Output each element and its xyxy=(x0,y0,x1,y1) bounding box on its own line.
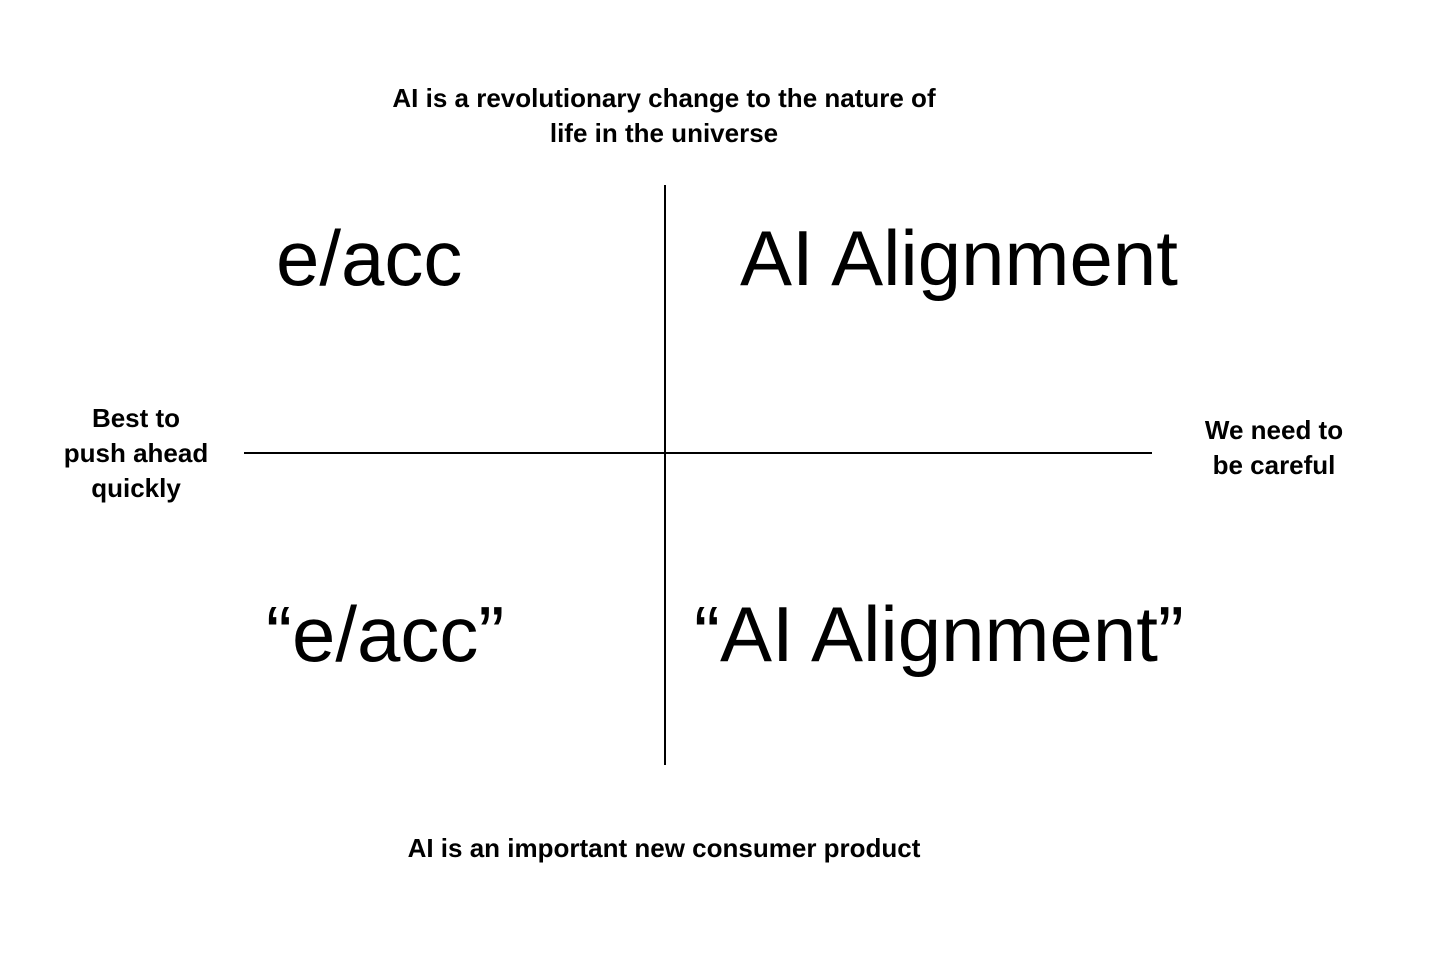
left-axis-label: Best to push ahead quickly xyxy=(63,403,209,503)
vertical-axis-line xyxy=(664,185,666,765)
top-axis-label: AI is a revolutionary change to the natu… xyxy=(392,83,936,148)
quadrant-bottom-left-label: “e/acc” xyxy=(266,590,505,678)
quadrant-top-right-label: AI Alignment xyxy=(740,214,1178,302)
right-axis-label: We need to be careful xyxy=(1204,415,1344,480)
quadrant-top-left-label: e/acc xyxy=(276,214,463,302)
horizontal-axis-line xyxy=(244,452,1152,454)
quadrant-bottom-right-label: “AI Alignment” xyxy=(694,590,1184,678)
bottom-axis-label: AI is an important new consumer product xyxy=(407,833,921,863)
